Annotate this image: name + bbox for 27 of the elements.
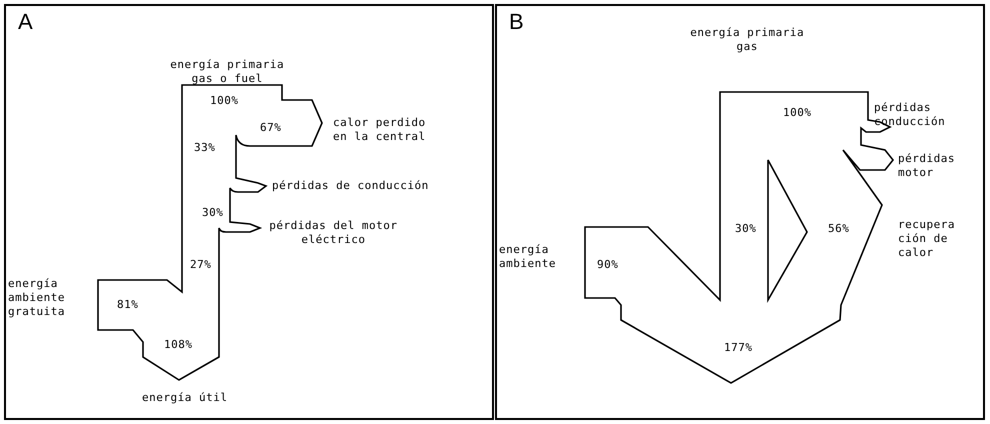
- percent-value: 90%: [597, 258, 618, 272]
- percent-value: 177%: [724, 341, 752, 355]
- flow-label: recupera ción de calor: [898, 218, 956, 260]
- percent-value: 30%: [202, 206, 224, 220]
- percent-value: 67%: [260, 121, 282, 135]
- flow-label: energía primaria gas o fuel: [169, 58, 286, 86]
- percent-value: 30%: [735, 222, 756, 236]
- percent-value: 81%: [117, 298, 138, 312]
- flow-label: calor perdido en la central: [333, 116, 427, 144]
- flow-label: pérdidas conducción: [874, 101, 946, 129]
- flow-label: energía ambiente: [499, 243, 557, 271]
- panel-letter: A: [18, 10, 33, 34]
- percent-value: 100%: [210, 94, 238, 108]
- panel-frame: [495, 4, 985, 420]
- panel-letter: B: [509, 10, 524, 34]
- percent-value: 33%: [194, 141, 216, 155]
- panel-frame: [4, 4, 494, 420]
- flow-label: energía útil: [142, 391, 228, 405]
- percent-value: 100%: [783, 106, 812, 120]
- flow-label: energía primaria gas: [689, 26, 806, 54]
- percent-value: 56%: [828, 222, 850, 236]
- percent-value: 108%: [164, 338, 192, 352]
- flow-label: pérdidas del motor eléctrico: [268, 219, 398, 247]
- flow-label: pérdidas motor: [898, 152, 956, 180]
- percent-value: 27%: [190, 258, 212, 272]
- flow-label: energía ambiente gratuita: [8, 277, 66, 319]
- flow-label: pérdidas de conducción: [272, 179, 429, 193]
